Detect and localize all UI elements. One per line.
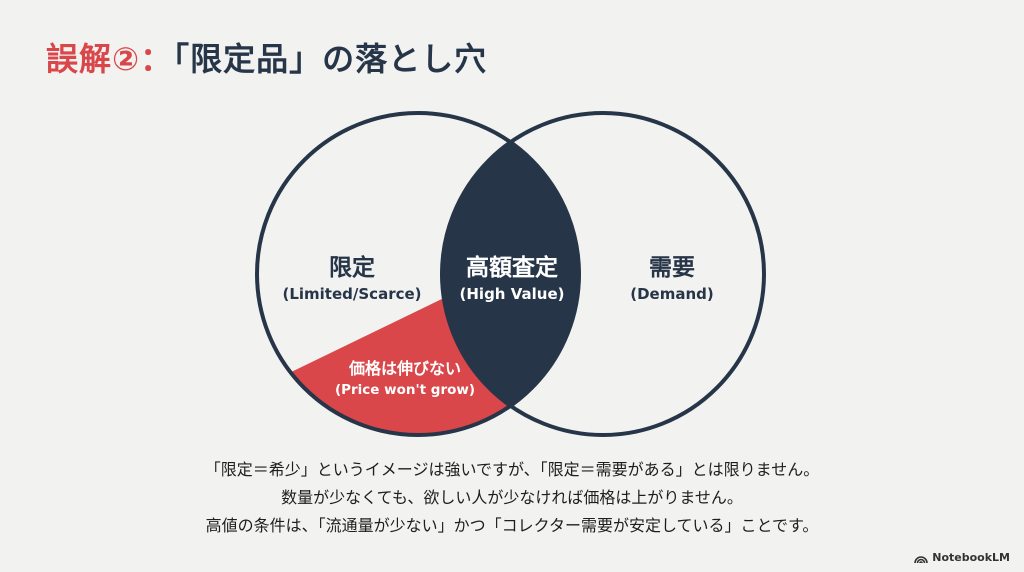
center-label: 高額査定 (High Value) — [460, 253, 565, 305]
page-title: 誤解②：「限定品」の落とし穴 — [46, 34, 487, 80]
right-label-en: (Demand) — [630, 285, 714, 303]
left-label-en: (Limited/Scarce) — [282, 285, 422, 303]
caption: 「限定＝希少」というイメージは強いですが、「限定＝需要がある」とは限りません。 … — [0, 456, 1024, 540]
right-label: 需要 (Demand) — [630, 253, 714, 305]
center-label-jp: 高額査定 — [465, 255, 558, 281]
center-label-en: (High Value) — [459, 285, 565, 303]
left-label: 限定 (Limited/Scarce) — [282, 253, 421, 305]
title-accent: 誤解②： — [46, 40, 174, 78]
brand-watermark: NotebookLM — [914, 551, 1010, 564]
left-label-jp: 限定 — [329, 255, 375, 281]
trap-label-jp: 価格は伸びない — [348, 359, 461, 378]
caption-line-3: 高値の条件は、「流通量が少ない」かつ「コレクター需要が安定している」ことです。 — [205, 516, 819, 535]
caption-line-1: 「限定＝希少」というイメージは強いですが、「限定＝需要がある」とは限りません。 — [204, 460, 820, 479]
caption-line-2: 数量が少なくても、欲しい人が少なければ価格は上がりません。 — [281, 488, 743, 507]
notebooklm-logo-icon — [914, 555, 929, 563]
left-circle — [255, 111, 581, 437]
title-main: 「限定品」の落とし穴 — [173, 40, 488, 78]
right-circle — [440, 111, 766, 437]
trap-label-en: (Price won't grow) — [334, 382, 476, 398]
intersection-region — [440, 141, 581, 407]
right-label-jp: 需要 — [648, 255, 695, 281]
trap-label: 価格は伸びない (Price won't grow) — [335, 358, 475, 400]
brand-name: NotebookLM — [932, 551, 1010, 564]
